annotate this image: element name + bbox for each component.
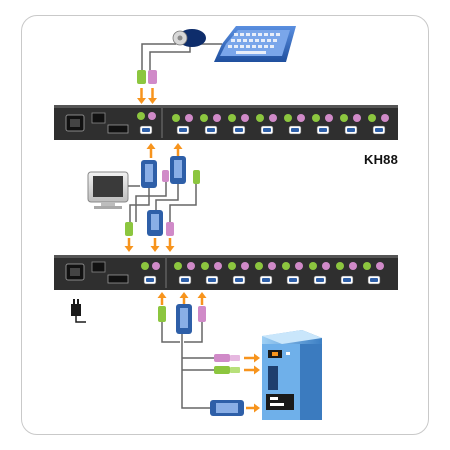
- console-ps2-plugs: [137, 70, 157, 104]
- diagram-frame: [21, 15, 429, 435]
- computer-tower-icon: [262, 330, 322, 420]
- kvm-switch-top: [54, 105, 398, 140]
- upward-arrows-bottom: [157, 292, 207, 305]
- kvm-cable-to-computer: [158, 304, 260, 416]
- kvm-ports-top: [172, 114, 389, 135]
- model-label: KH88: [364, 152, 399, 167]
- kvm-ports-bottom: [174, 262, 384, 285]
- port-group: [172, 114, 193, 135]
- daisy-chain-cables: [124, 156, 200, 252]
- keyboard-icon: [214, 26, 296, 62]
- monitor-icon: [87, 171, 140, 209]
- power-plug-icon: [71, 299, 86, 323]
- mouse-icon: [172, 29, 206, 47]
- kvm-switch-bottom: [54, 255, 398, 290]
- upward-arrows: [146, 143, 183, 158]
